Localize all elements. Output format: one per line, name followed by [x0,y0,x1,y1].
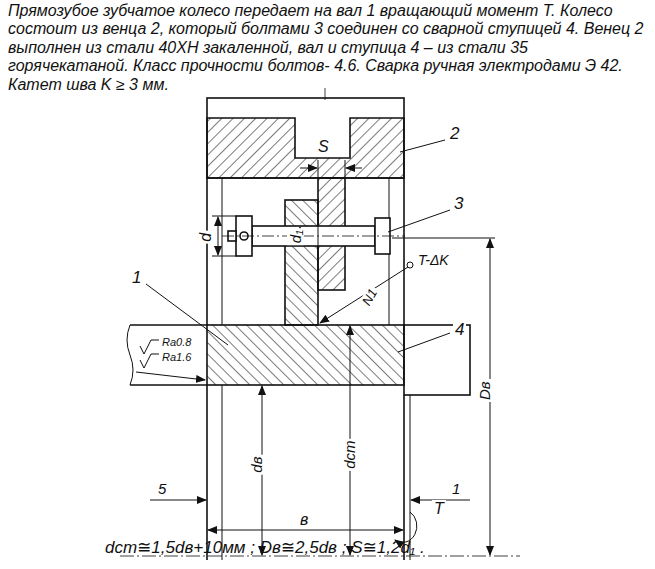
callout-number: 2 [448,124,461,144]
dimension-label: d₁ [287,228,304,245]
formula-text: dст≅1,5dв+10мм ; Dв≅2,5dв ; S≅1,2d₁ . [105,538,425,558]
dimension-label: dв [248,455,265,475]
dimension-label: dст [341,438,358,470]
callout-number: 4 [453,320,466,340]
task-text: Прямозубое зубчатое колесо передает на в… [8,2,648,94]
dimension-label: 1 [450,480,462,497]
roughness-label: Ra1.6 [160,351,193,364]
roughness-label: Ra0.8 [160,336,193,349]
torque-label: T [432,500,446,518]
weld-mark: N1 [359,285,382,310]
dimension-label: в [298,511,310,529]
dimension-label: 5 [156,480,168,497]
dimension-label: d [197,231,215,244]
dimension-label: S [316,138,331,156]
dimension-label: Dв [476,379,493,402]
callout-number: 3 [452,194,465,214]
callout-number: 1 [130,268,143,288]
weld-symbol-label: T-ΔK [416,252,451,268]
